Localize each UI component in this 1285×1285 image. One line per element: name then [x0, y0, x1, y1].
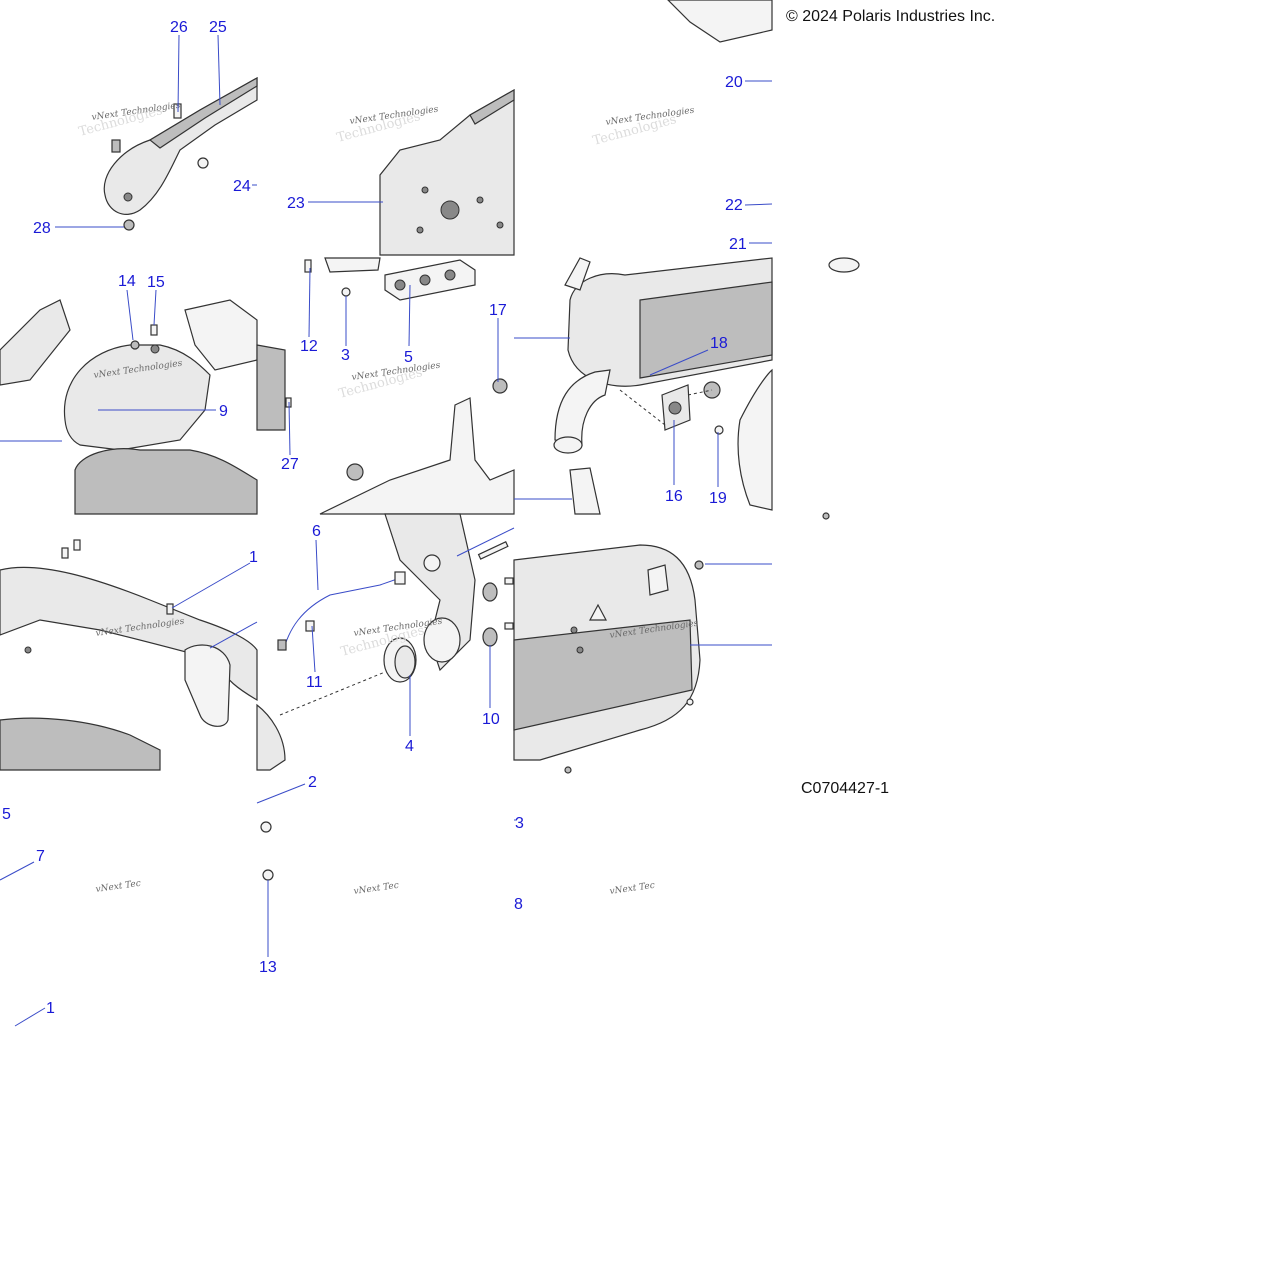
bolt-1b — [61, 539, 81, 559]
callout-18: 18 — [710, 335, 728, 352]
bolt-12 — [304, 259, 312, 273]
oxygen-sensor-6 — [277, 571, 406, 651]
muffler-body — [553, 257, 773, 515]
muffler-hanger — [319, 378, 515, 515]
callout-20: 20 — [725, 74, 743, 91]
nut-3 — [341, 287, 351, 297]
callout-1: 1 — [249, 549, 258, 566]
callout-16: 16 — [665, 488, 683, 505]
heat-shield-20 — [667, 0, 773, 43]
callout-11: 11 — [306, 674, 323, 691]
watermark-text: vNext Tec — [353, 881, 399, 897]
bracket-27 — [256, 344, 292, 431]
exhaust-pipe-head — [384, 513, 476, 672]
bracket-16 — [661, 384, 691, 431]
callout-5: 5 — [404, 349, 413, 366]
callout-19: 19 — [709, 490, 727, 507]
fitting-11 — [305, 620, 315, 632]
callout-25: 25 — [209, 19, 227, 36]
grommet-19 — [703, 381, 724, 435]
callout-9: 9 — [219, 403, 228, 420]
bolt-15 — [150, 324, 158, 336]
gasket-5 — [324, 257, 476, 301]
heat-shield-right — [737, 368, 773, 511]
callout-22: 22 — [725, 197, 743, 214]
pipe-2 — [256, 703, 286, 771]
callout-3: 3 — [341, 347, 350, 364]
spring-10 — [477, 541, 514, 647]
nut-24 — [197, 157, 209, 169]
callout-17: 17 — [489, 302, 507, 319]
bolt-13 — [262, 869, 274, 881]
callout-8: 8 — [514, 896, 523, 913]
bolt-26 — [173, 103, 182, 119]
callout-4: 4 — [405, 738, 414, 755]
callout-5b: 5 — [2, 806, 11, 823]
callout-24: 24 — [233, 178, 251, 195]
callout-10: 10 — [482, 711, 500, 728]
muffler-canister — [513, 544, 701, 761]
callout-28: 28 — [33, 220, 51, 237]
clip-small — [111, 139, 121, 153]
copyright-notice: © 2024 Polaris Industries Inc. — [786, 8, 996, 25]
leader-lines — [0, 34, 773, 1027]
figure-id: C0704427-1 — [801, 780, 890, 797]
callout-13: 13 — [259, 959, 277, 976]
clamp-4-top — [828, 257, 860, 273]
callout-26: 26 — [170, 19, 188, 36]
callout-numbers: 26 25 24 28 23 20 22 21 14 15 9 12 3 5 2… — [2, 19, 747, 1017]
callout-27: 27 — [281, 456, 299, 473]
bolt-14 — [130, 340, 140, 350]
heat-shield-23 — [379, 88, 515, 256]
callout-7: 7 — [36, 848, 45, 865]
clamp-4 — [383, 637, 417, 683]
watermark-text: vNext Tec — [95, 879, 141, 895]
heat-shield-25 — [103, 76, 258, 215]
callout-3b: 3 — [515, 815, 524, 832]
callout-21: 21 — [729, 236, 747, 253]
bolt-1a — [166, 603, 174, 615]
callout-6: 6 — [312, 523, 321, 540]
heat-shield-9 — [0, 299, 258, 515]
heat-shield-1 — [0, 566, 258, 771]
bolt-13-upper — [260, 821, 272, 833]
nut-canister — [686, 560, 704, 706]
watermark-text: vNext Tec — [609, 881, 655, 897]
callout-12: 12 — [300, 338, 318, 355]
callout-1b: 1 — [46, 1000, 55, 1017]
callout-15: 15 — [147, 274, 165, 291]
callout-14: 14 — [118, 273, 136, 290]
callout-23: 23 — [287, 195, 305, 212]
nut-28 — [123, 219, 135, 231]
callout-2: 2 — [308, 774, 317, 791]
